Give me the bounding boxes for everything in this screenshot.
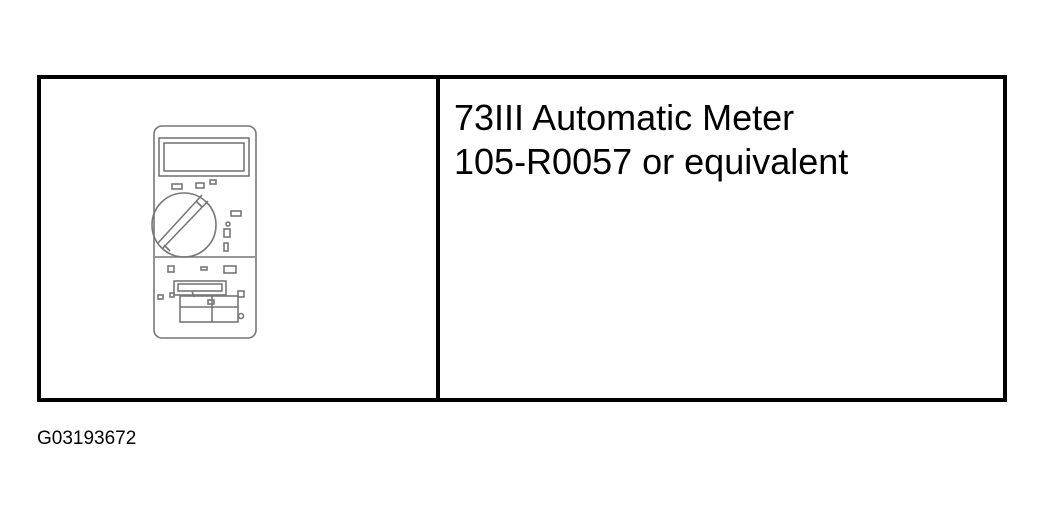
figure-id: G03193672 <box>37 428 137 449</box>
tool-name: 73III Automatic Meter <box>454 97 795 138</box>
digital-multimeter-icon <box>151 125 257 339</box>
cell-divider <box>436 79 440 398</box>
tool-description-cell: 73III Automatic Meter 105-R0057 or equiv… <box>440 79 1003 398</box>
tool-illustration-cell <box>41 79 436 398</box>
tool-part-number: 105-R0057 or equivalent <box>454 141 849 182</box>
tool-table: 73III Automatic Meter 105-R0057 or equiv… <box>37 75 1007 402</box>
